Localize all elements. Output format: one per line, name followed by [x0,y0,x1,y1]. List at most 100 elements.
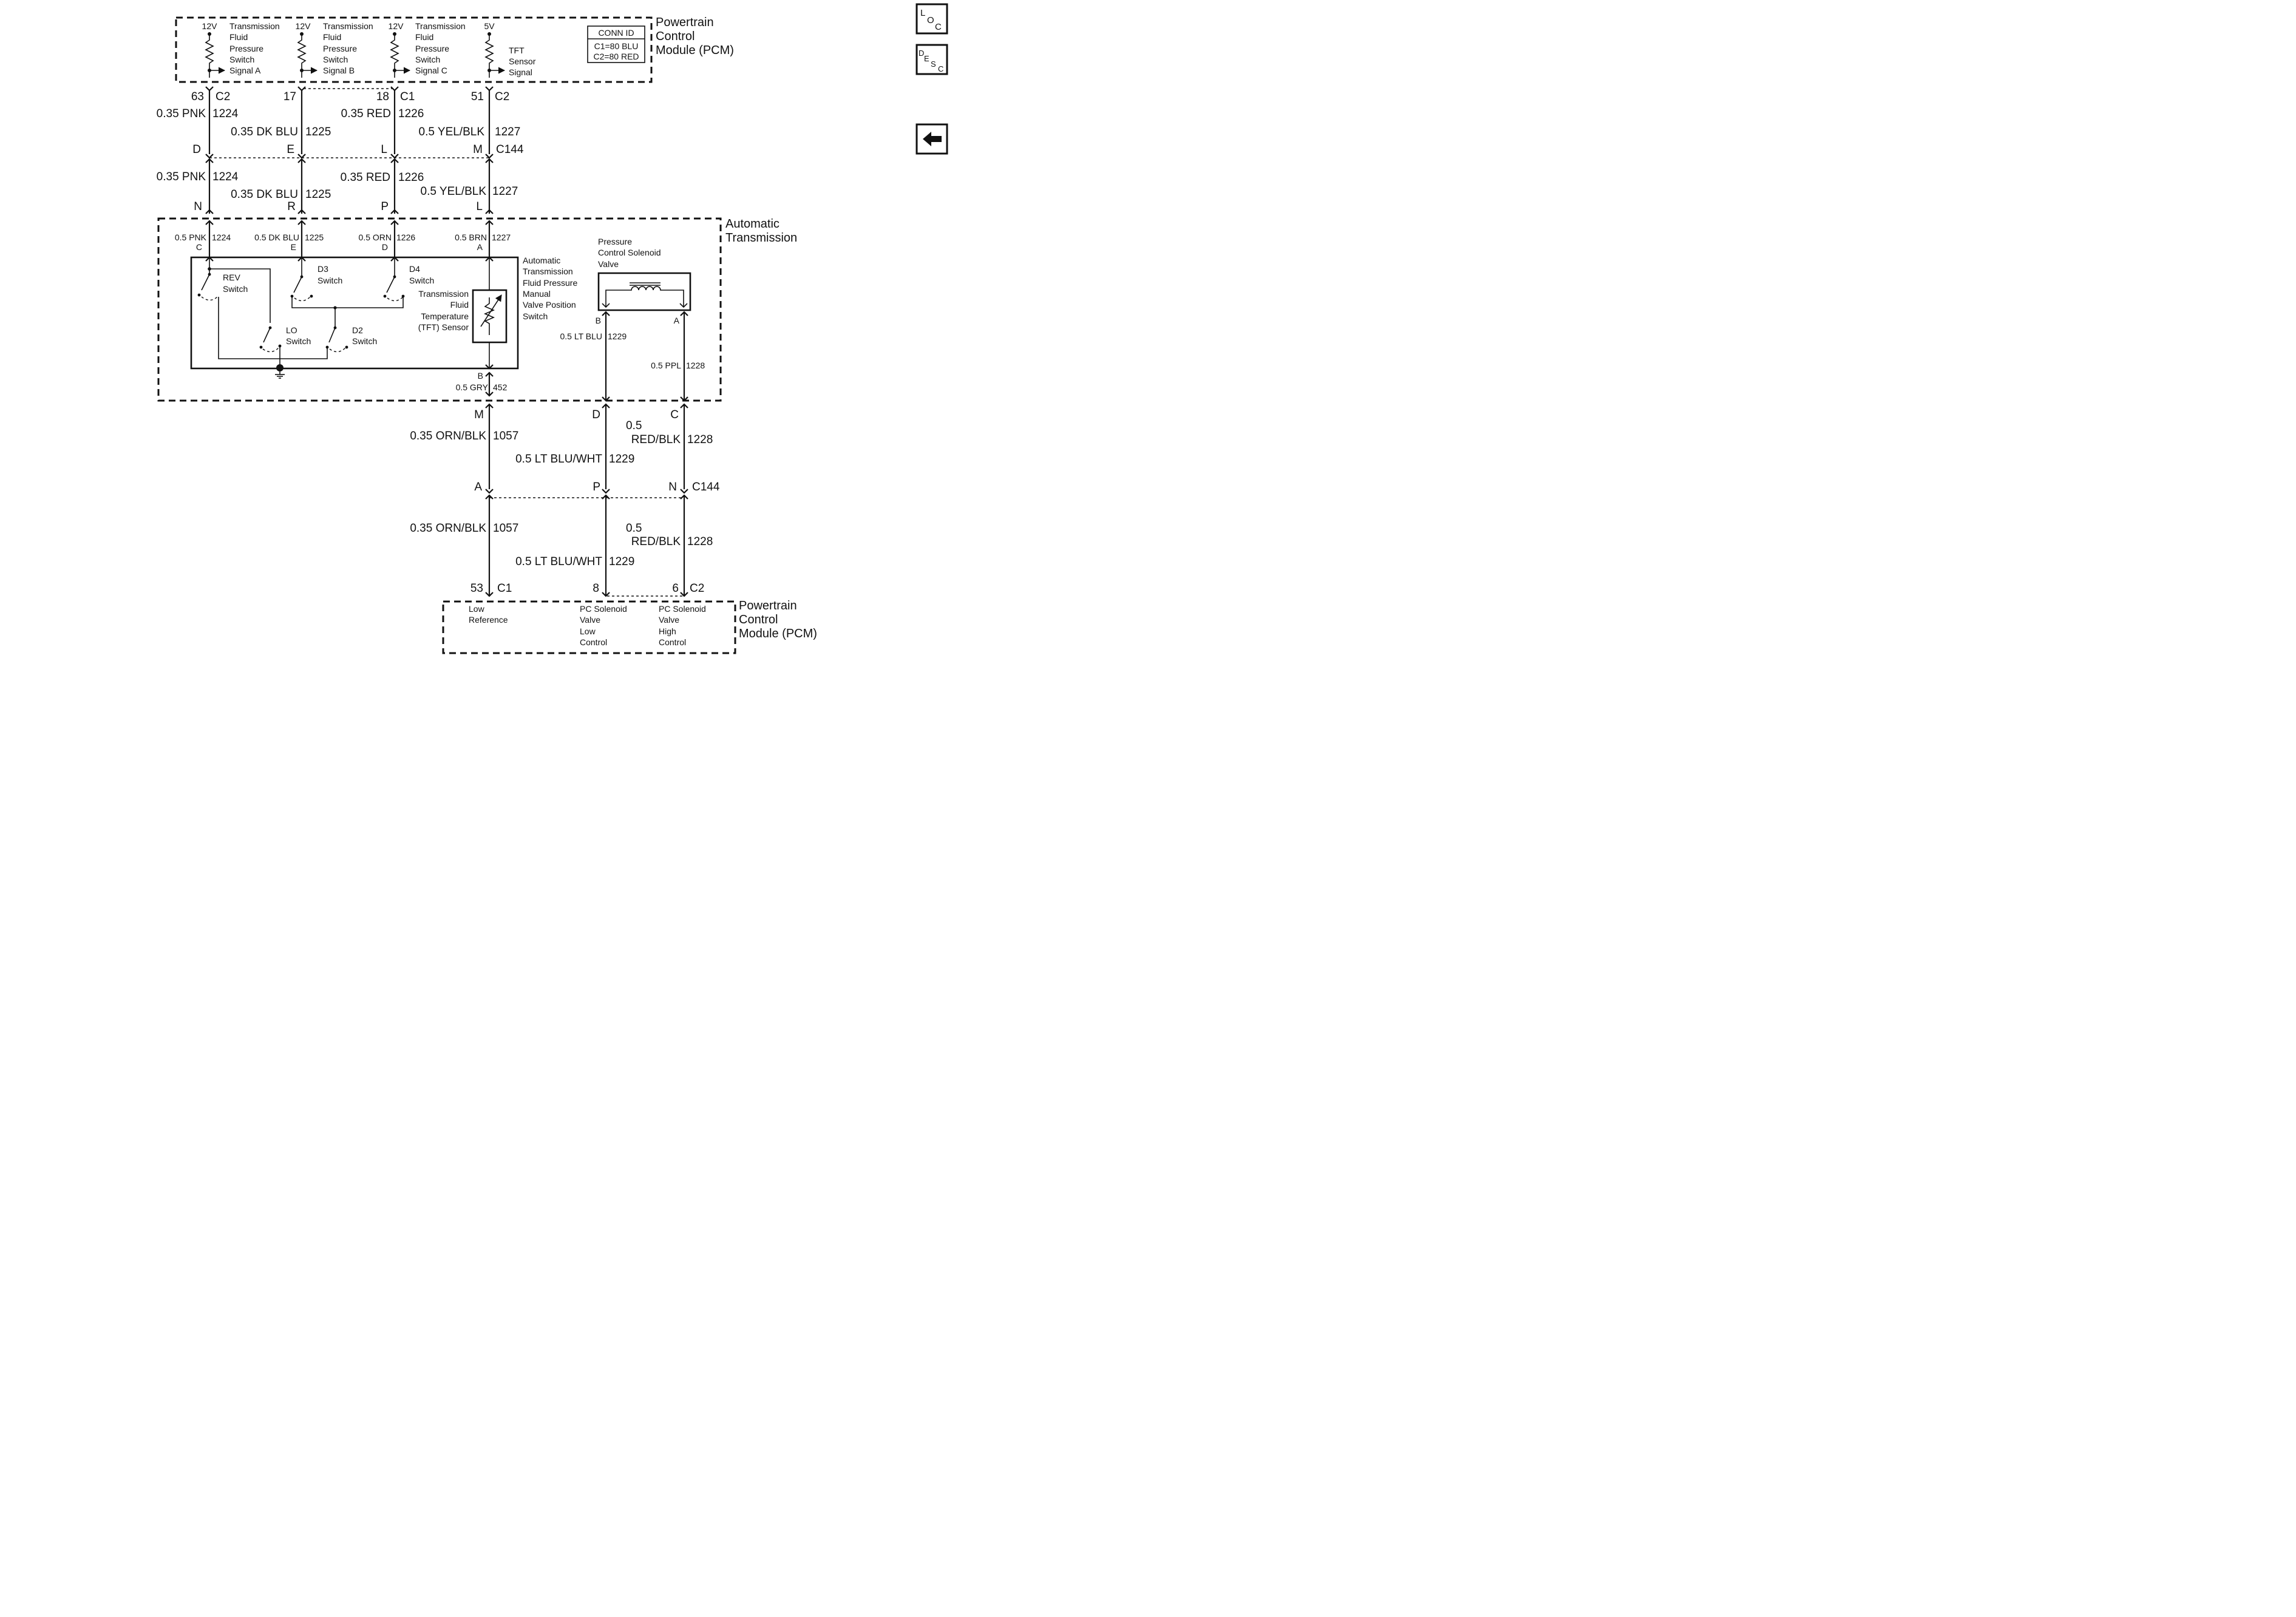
wire-circuit: 1228 [687,433,713,446]
pcm-bottom-module: Powertrain Control Module (PCM) Low Refe… [442,599,817,654]
mid-wire-group: 0.35 PNK 1224 0.35 DK BLU 1225 0.35 RED … [157,158,518,214]
connector-pin: L [476,200,483,213]
pcm-circuit-label: PC Solenoid [659,604,706,614]
connector-pin: N [668,481,677,493]
pcm-circuit-label: Valve [659,615,679,625]
pin-connector: C1 [400,90,415,103]
circuit-label-3: Signal [509,67,532,77]
inner-wire-pin: A [477,242,483,252]
connector-pin: E [287,143,294,156]
pin-connector: C2 [216,90,230,103]
switch-assembly-label-6: Switch [523,311,548,321]
pc-solenoid-pin-b: B [596,316,601,325]
wire-circuit: 1229 [609,453,634,466]
conn-id-title: CONN ID [598,28,634,38]
wire-color: 0.35 RED [341,171,390,184]
desc-letter-e: E [924,54,929,63]
switch-label-2: Switch [409,276,434,285]
switch-label-1: D3 [318,264,328,274]
inner-wire-color: 0.5 PNK [175,232,207,242]
loc-letter-c: C [935,22,942,32]
pc-wire-a-circuit: 1228 [686,361,705,370]
pcm-bottom-title-2: Control [739,613,778,626]
voltage-label: 12V [296,21,311,31]
pcm-circuit-label: Valve [580,615,600,625]
pcm-top-circuit-a: 12V Transmission Fluid Pressure Switch S… [202,21,280,78]
wire-circuit: 1226 [398,171,424,184]
d2-switch: D2 Switch [325,325,377,353]
tft-sensor: Transmission Fluid Temperature (TFT) Sen… [418,257,508,368]
circuit-label-1: TFT [509,46,525,55]
circuit-label-4: Switch [323,55,348,64]
pc-solenoid-label-3: Valve [598,259,619,269]
connector-pin: M [473,143,483,156]
connector-pin: A [474,481,482,493]
conn-id-line-1: C1=80 BLU [594,41,639,51]
connector-pin: D [592,408,600,421]
switch-label-2: Switch [286,336,311,346]
pcm-top-circuit-c: 12V Transmission Fluid Pressure Switch S… [389,21,466,78]
circuit-label-2: Sensor [509,56,536,66]
wire-color-2: RED/BLK [631,433,681,446]
wiring-diagram: Powertrain Control Module (PCM) CONN ID … [157,3,948,654]
upper-wire-group: 0.35 PNK 1224 0.35 DK BLU 1225 0.35 RED … [157,86,524,159]
d3-switch: D3 Switch [290,257,342,302]
pc-wire-b-color: 0.5 LT BLU [560,331,602,341]
transmission-title-1: Automatic [725,217,779,231]
wire-color: 0.5 LT BLU/WHT [515,453,602,466]
wire-color-1: 0.5 [626,522,642,535]
loc-button[interactable]: L O C [915,3,948,35]
wire-color: 0.35 RED [341,107,391,120]
pc-wire-a-color: 0.5 PPL [651,361,681,370]
circuit-label-5: Signal C [415,66,447,75]
rev-switch: REV Switch [197,269,279,359]
desc-button[interactable]: D E S C [915,44,948,75]
inner-wire-pin: D [382,242,388,252]
connector-pin: L [381,143,387,156]
inner-wire-circuit: 1227 [492,232,511,242]
ground-wire-circuit: 452 [493,382,508,392]
inner-wire-pin: E [291,242,296,252]
wire-color: 0.35 PNK [157,107,206,120]
ground-splice [276,364,284,371]
transmission-title-2: Transmission [725,231,797,245]
pin-number: 18 [376,90,389,103]
wire-color-1: 0.5 [626,419,642,432]
manual-valve-position-switch: REV Switch D3 Switch [190,256,577,379]
switch-label-1: D2 [352,325,363,335]
pcm-top-title-2: Control [656,30,695,43]
circuit-label-4: Switch [415,55,440,64]
wire-circuit: 1226 [398,107,424,120]
circuit-label-1: Transmission [415,21,466,31]
connector-pin: P [381,200,389,213]
pc-solenoid-label-1: Pressure [598,237,632,246]
back-button[interactable] [915,123,948,155]
pin-number: 53 [470,582,483,595]
pcm-circuit-label: PC Solenoid [580,604,627,614]
pcm-top-circuit-tft: 5V TFT Sensor Signal [484,21,536,78]
connector-pin: R [287,200,296,213]
inner-wire-circuit: 1224 [212,232,231,242]
coil-icon [602,282,688,308]
pin-number: 8 [593,582,599,595]
switch-assembly-label-1: Automatic [523,256,560,265]
loc-letter-l: L [920,8,925,18]
pin-number: 6 [672,582,679,595]
pc-solenoid-label-2: Control Solenoid [598,248,661,257]
pcm-top-pins: 63 C2 17 18 C1 51 C2 [191,88,509,103]
wire-circuit: 1224 [212,171,239,183]
switch-label-2: Switch [318,276,342,285]
desc-letter-d: D [919,49,924,58]
lower-wire-group-lower: 0.35 ORN/BLK 1057 0.5 LT BLU/WHT 1229 0.… [410,494,713,597]
connector-name: C144 [692,481,720,493]
wire-color: 0.35 ORN/BLK [410,522,486,535]
inner-wire-color: 0.5 DK BLU [254,232,299,242]
inner-wire-color: 0.5 BRN [455,232,487,242]
pcm-top-title-3: Module (PCM) [656,44,734,57]
circuit-label-5: Signal B [323,66,355,75]
loc-letter-o: O [927,15,934,25]
pcm-top-circuit-b: 12V Transmission Fluid Pressure Switch S… [296,21,373,78]
connector-name: C144 [496,143,524,156]
switch-label-2: Switch [223,284,248,294]
pcm-top-module: Powertrain Control Module (PCM) CONN ID … [175,16,734,83]
